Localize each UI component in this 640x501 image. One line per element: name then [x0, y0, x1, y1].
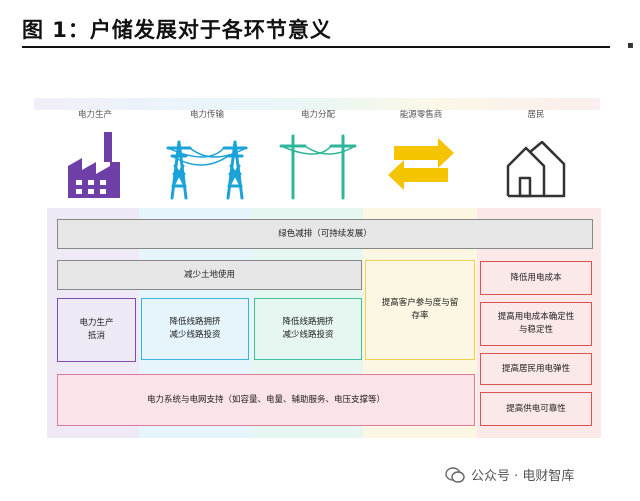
usage-flexibility-text: 提高居民用电弹性 [501, 363, 570, 374]
supply-reliability-box: 提高供电可靠性 [480, 392, 592, 426]
reduce-land-box: 减少土地使用 [57, 260, 362, 290]
figure-title: 图 1：户储发展对于各环节意义 [22, 18, 332, 42]
grid-support-text: 电力系统与电网支持（如容量、电量、辅助服务、电压支撑等） [146, 394, 385, 405]
cost-certainty-line2: 与稳定性 [518, 325, 553, 335]
grid-support-box: 电力系统与电网支持（如容量、电量、辅助服务、电压支撑等） [57, 374, 475, 426]
generation-offset-line2: 抵消 [87, 331, 105, 341]
column-label: 能源零售商 [399, 110, 443, 120]
generation-offset-box: 电力生产 抵消 [57, 298, 136, 362]
column-label: 电力分配 [300, 110, 335, 120]
corner-mark: ▪ [627, 40, 634, 51]
lower-cost-text: 降低用电成本 [510, 272, 562, 283]
transmission-relief-line2: 减少线路投资 [169, 330, 221, 340]
column-energy-retailer: 能源零售商 [371, 108, 471, 202]
distribution-relief-line2: 减少线路投资 [282, 330, 334, 340]
usage-flexibility-box: 提高居民用电弹性 [480, 353, 592, 385]
column-power-transmission: 电力传输 [157, 108, 257, 202]
green-reduction-text: 绿色减排（可持续发展） [278, 228, 372, 239]
transmission-relief-line1: 降低线路拥挤 [169, 317, 221, 328]
column-label: 居民 [527, 110, 545, 120]
house-icon [506, 140, 566, 198]
factory-icon [68, 132, 120, 198]
distribution-pole-icon [279, 134, 357, 200]
distribution-relief-line1: 降低线路拥挤 [282, 317, 334, 328]
column-residents: 居民 [486, 108, 586, 202]
transmission-relief-box: 降低线路拥挤 减少线路投资 [141, 298, 249, 360]
title-row: 图 1：户储发展对于各环节意义 [22, 10, 612, 48]
title-rule [22, 46, 610, 48]
column-label: 电力生产 [77, 110, 112, 120]
transmission-tower-icon [166, 140, 248, 200]
generation-offset-line1: 电力生产 [79, 318, 114, 329]
column-power-generation: 电力生产 [45, 108, 145, 202]
customer-engagement-line2: 存率 [411, 311, 429, 321]
distribution-relief-box: 降低线路拥挤 减少线路投资 [254, 298, 362, 360]
column-label: 电力传输 [189, 110, 224, 120]
green-reduction-box: 绿色减排（可持续发展） [57, 219, 593, 249]
header-strip [34, 98, 600, 110]
customer-engagement-line1: 提高客户参与度与留 [381, 298, 459, 309]
wechat-icon [445, 467, 465, 483]
column-power-distribution: 电力分配 [268, 108, 368, 202]
cost-certainty-box: 提高用电成本确定性 与稳定性 [480, 302, 592, 346]
supply-reliability-text: 提高供电可靠性 [506, 403, 566, 414]
cost-certainty-line1: 提高用电成本确定性 [497, 312, 575, 323]
reduce-land-text: 减少土地使用 [183, 269, 235, 280]
customer-engagement-box: 提高客户参与度与留 存率 [365, 260, 475, 360]
watermark-text: 公众号 · 电财智库 [471, 469, 575, 484]
lower-cost-box: 降低用电成本 [480, 261, 592, 295]
watermark: 公众号 · 电财智库 [445, 462, 615, 488]
exchange-arrows-icon [388, 138, 454, 190]
